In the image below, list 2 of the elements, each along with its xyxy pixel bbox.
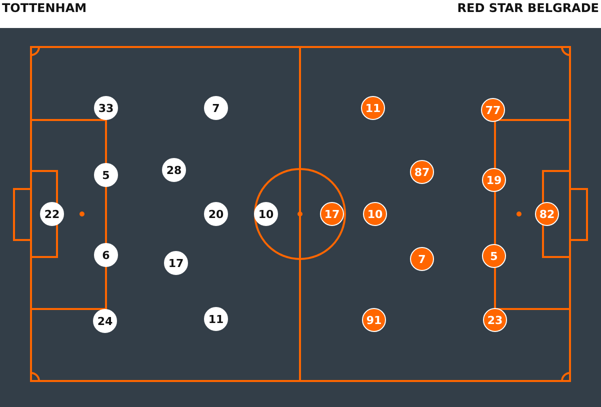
team-name: TOTTENHAM	[2, 1, 87, 15]
team-name: RED STAR BELGRADE	[457, 1, 599, 15]
